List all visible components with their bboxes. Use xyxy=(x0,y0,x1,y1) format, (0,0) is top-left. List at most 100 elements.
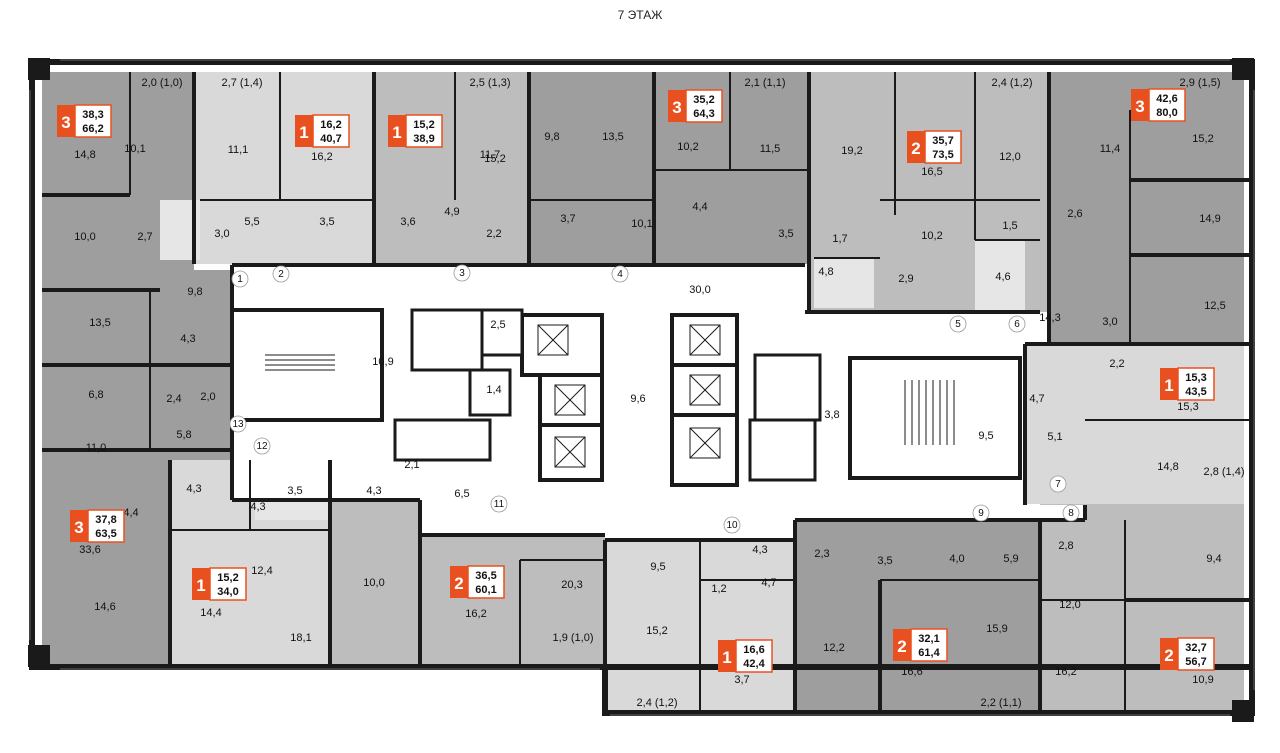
room-area-label: 5,5 xyxy=(244,216,259,228)
room-area-label: 14,8 xyxy=(1157,461,1178,473)
room-area-label: 3,0 xyxy=(1102,316,1117,328)
badge-room-count: 2 xyxy=(911,139,920,158)
badge-rooms-box xyxy=(893,629,911,661)
room-area-label: 15,2 xyxy=(1192,133,1213,145)
room-area-label: 2,4 (1,2) xyxy=(637,697,678,709)
door-number: 7 xyxy=(1055,479,1061,490)
room-area-label: 12,0 xyxy=(999,151,1020,163)
room-area-label: 12,0 xyxy=(1059,599,1080,611)
door-marker xyxy=(723,516,741,534)
badge-living-area: 37,8 xyxy=(95,514,116,526)
room-area-label: 6,8 xyxy=(88,389,103,401)
room-area-label: 2,9 xyxy=(898,273,913,285)
room-area-label: 5,9 xyxy=(1003,553,1018,565)
room-area-label: 2,0 (1,0) xyxy=(142,77,183,89)
room-area-label: 2,2 xyxy=(486,228,501,240)
badge-living-area: 15,3 xyxy=(1185,372,1206,384)
room-area-label: 13,5 xyxy=(602,131,623,143)
room-area-label: 4,3 xyxy=(186,483,201,495)
door-number: 9 xyxy=(978,508,984,519)
room-area-label: 2,4 (1,2) xyxy=(992,77,1033,89)
badge-room-count: 3 xyxy=(672,98,681,117)
room-area-label: 3,6 xyxy=(400,216,415,228)
door-marker xyxy=(490,495,508,513)
room-area-label: 4,8 xyxy=(818,266,833,278)
badge-rooms-box xyxy=(70,510,88,542)
room-area-label: 9,8 xyxy=(187,286,202,298)
badge-area-box xyxy=(87,509,125,543)
badge-total-area: 34,0 xyxy=(217,586,238,598)
room-area-label: 4,4 xyxy=(123,507,138,519)
lift-shaft xyxy=(520,313,604,377)
badge-total-area: 66,2 xyxy=(82,123,103,135)
badge-living-area: 42,6 xyxy=(1156,93,1177,105)
apartment-fills xyxy=(42,72,1244,710)
badge-living-area: 35,2 xyxy=(693,94,714,106)
apartment-zone-a3[interactable] xyxy=(374,72,529,264)
badge-rooms-box xyxy=(295,115,313,147)
badge-room-count: 3 xyxy=(74,518,83,537)
room-area-label: 4,7 xyxy=(761,577,776,589)
badge-area-box xyxy=(910,628,948,662)
door-number: 4 xyxy=(617,269,623,280)
door-number: 6 xyxy=(1014,319,1020,330)
room-area-label: 9,5 xyxy=(978,430,993,442)
badge-rooms-box xyxy=(1160,638,1178,670)
room-area-label: 18,1 xyxy=(290,632,311,644)
service-rooms xyxy=(393,308,822,482)
badge-rooms-box xyxy=(907,131,925,163)
core xyxy=(230,265,1085,540)
lift-cross-marks xyxy=(537,324,721,468)
badge-living-area: 32,7 xyxy=(1185,642,1206,654)
apartment-zone-a12[interactable] xyxy=(795,520,1040,710)
stair-treads xyxy=(265,354,955,445)
badge-living-area: 36,5 xyxy=(475,570,496,582)
room-area-label: 14,3 xyxy=(1039,312,1060,324)
badge-rooms-box xyxy=(450,566,468,598)
room-area-label: 10,1 xyxy=(631,218,652,230)
apartment-zone-a13[interactable] xyxy=(1040,504,1244,710)
badge-living-area: 15,2 xyxy=(217,572,238,584)
door-marker xyxy=(949,315,967,333)
badge-room-count: 2 xyxy=(1164,646,1173,665)
room-area-label: 1,9 (1,0) xyxy=(553,632,594,644)
door-marker xyxy=(611,265,629,283)
room-area-label: 9,6 xyxy=(630,393,645,405)
room-area-label: 16,6 xyxy=(901,666,922,678)
windows xyxy=(29,59,1255,716)
door-number: 8 xyxy=(1068,508,1074,519)
room-area-label: 4,3 xyxy=(180,333,195,345)
lift-shaft xyxy=(670,413,739,487)
door-marker xyxy=(229,415,247,433)
badge-room-count: 1 xyxy=(1164,376,1173,395)
badge-area-box xyxy=(1177,367,1215,401)
room-area-label: 15,2 xyxy=(646,625,667,637)
door-marker xyxy=(1008,315,1026,333)
badge-living-area: 15,2 xyxy=(413,119,434,131)
door-number: 2 xyxy=(278,269,284,280)
door-marker xyxy=(972,504,990,522)
apartment-zone-a2[interactable] xyxy=(194,72,374,264)
walls xyxy=(28,58,1255,722)
badge-total-area: 73,5 xyxy=(932,149,953,161)
room-area-label: 3,7 xyxy=(560,213,575,225)
room-area-label: 2,1 xyxy=(404,459,419,471)
badge-rooms-box xyxy=(388,115,406,147)
door-number: 1 xyxy=(237,274,243,285)
badge-total-area: 38,9 xyxy=(413,133,434,145)
door-number: 11 xyxy=(494,499,505,510)
